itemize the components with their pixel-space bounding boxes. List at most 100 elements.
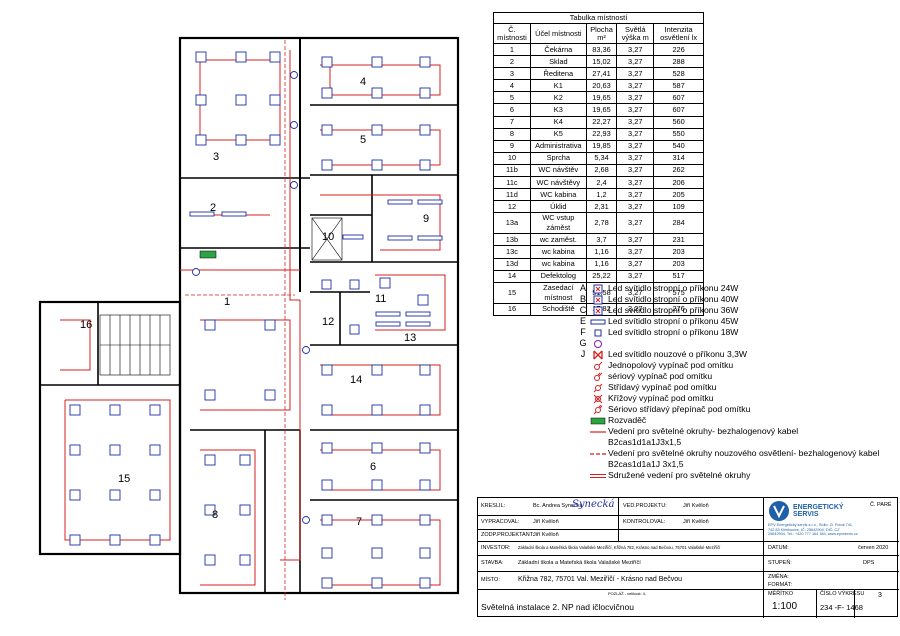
legend-text: Křížový vypínač pod omítku <box>608 393 714 403</box>
table-cell: 19,65 <box>585 91 618 105</box>
switch-alternating-icon <box>590 383 606 393</box>
table-cell: 3,27 <box>616 269 655 283</box>
table-cell: wc zaměst. <box>529 233 587 247</box>
table-cell: 3,27 <box>616 257 655 271</box>
lead-label: VED.PROJEKTU: <box>623 503 667 509</box>
table-cell: 3,27 <box>616 245 655 259</box>
room-label-4: 4 <box>360 76 366 88</box>
room-label-3: 3 <box>213 151 219 163</box>
table-cell: wc kabina <box>529 245 587 259</box>
table-cell: 607 <box>653 91 704 105</box>
table-cell: 13b <box>493 233 531 247</box>
legend-text: Led svítidlo nouzové o příkonu 3,3W <box>608 349 748 359</box>
legend-code: G <box>579 338 587 348</box>
table-cell: 203 <box>653 257 704 271</box>
legend-text: Rozvaděč <box>608 415 647 425</box>
table-cell: 1,16 <box>585 245 618 259</box>
table-cell: 13c <box>493 245 531 259</box>
table-cell: 3,27 <box>616 212 655 235</box>
room-label-7: 7 <box>356 516 362 528</box>
table-cell: 2 <box>493 55 531 69</box>
change-label: ZMĚNA: <box>768 574 789 580</box>
table-cell: 550 <box>653 127 704 141</box>
table-cell: 5 <box>493 91 531 105</box>
drawing-no-label: ČÍSLO VÝKRESU <box>820 591 865 597</box>
red-dashed-line-icon <box>590 452 606 456</box>
room-label-10: 10 <box>322 231 334 243</box>
change-note: POZLÁŽ - velikost: 4, <box>608 591 647 596</box>
signature: Synecká <box>572 499 615 510</box>
table-cell: WC kabina <box>529 188 587 202</box>
small-fixture-icon <box>590 328 606 338</box>
table-cell: 288 <box>653 55 704 69</box>
table-cell: WC vstup záměst <box>529 212 587 235</box>
table-cell: 15,02 <box>585 55 618 69</box>
legend-item: G <box>576 338 896 349</box>
table-cell: 3,27 <box>616 79 655 93</box>
table-cell: 3 <box>493 67 531 81</box>
room-table-header-cell: Světlá výška m <box>616 23 655 44</box>
table-cell: 231 <box>653 233 704 247</box>
check-name: Jiří Kvěloň <box>683 519 709 525</box>
degree-label: STUPEŇ: <box>768 560 792 566</box>
table-cell: 3,27 <box>616 67 655 81</box>
table-cell: K2 <box>529 91 587 105</box>
room-label-13: 13 <box>404 332 416 344</box>
legend-text: Jednopolový vypínač pod omítku <box>608 360 734 370</box>
table-cell: 3,27 <box>616 127 655 141</box>
table-cell: 3,27 <box>616 188 655 202</box>
investor-label: INVESTOR: <box>481 545 511 551</box>
building-label: STAVBA: <box>481 560 504 566</box>
table-cell: 13a <box>493 212 531 235</box>
room-label-2: 2 <box>210 202 216 214</box>
legend-item: Střídavý vypínač pod omítku <box>576 382 896 393</box>
title-block: KRESLIL: Bc. Andrea Synecká Synecká VYPR… <box>477 497 899 618</box>
room-label-1: 1 <box>224 296 230 308</box>
room-label-9: 9 <box>423 213 429 225</box>
drawing-no: 234 -F- 1468 <box>820 603 863 612</box>
table-cell: K5 <box>529 127 587 141</box>
room-labels: 1 2 3 4 5 6 7 8 9 10 11 12 13 14 15 16 <box>80 76 429 528</box>
table-cell: 8 <box>493 127 531 141</box>
table-cell: 6 <box>493 103 531 117</box>
legend-item: Vedení pro světelné okruhy- bezhalogenov… <box>576 426 896 437</box>
legend-text: sériový vypínač pod omítku <box>608 371 713 381</box>
legend-item: Vedení pro světelné okruhy nouzového osv… <box>576 448 896 459</box>
linear-fixture-icon <box>590 319 606 325</box>
building-text: Základní škola a Mateřská škola Valašské… <box>518 560 641 566</box>
table-cell: 12 <box>493 200 531 214</box>
table-cell: wc kabina <box>529 257 587 271</box>
table-cell: 15 <box>493 281 531 304</box>
legend-item: Sdružené vedení pro světelné okruhy <box>576 470 896 481</box>
company-logo-icon <box>769 501 789 521</box>
table-cell: 3,27 <box>616 233 655 247</box>
legend-code: E <box>579 316 586 326</box>
table-cell: 3,27 <box>616 302 655 316</box>
switch-single-icon <box>590 361 606 371</box>
table-cell: 19,65 <box>585 103 618 117</box>
room-label-15: 15 <box>118 473 130 485</box>
table-cell: 587 <box>653 79 704 93</box>
table-cell: 11d <box>493 188 531 202</box>
legend-code: B <box>579 294 586 304</box>
distribution-board-icon <box>590 417 606 425</box>
table-cell: 2,4 <box>585 176 618 190</box>
table-cell: 1,16 <box>585 257 618 271</box>
table-cell: 3,27 <box>616 139 655 153</box>
table-cell: Čekárna <box>529 42 587 57</box>
table-cell: 13d <box>493 257 531 271</box>
